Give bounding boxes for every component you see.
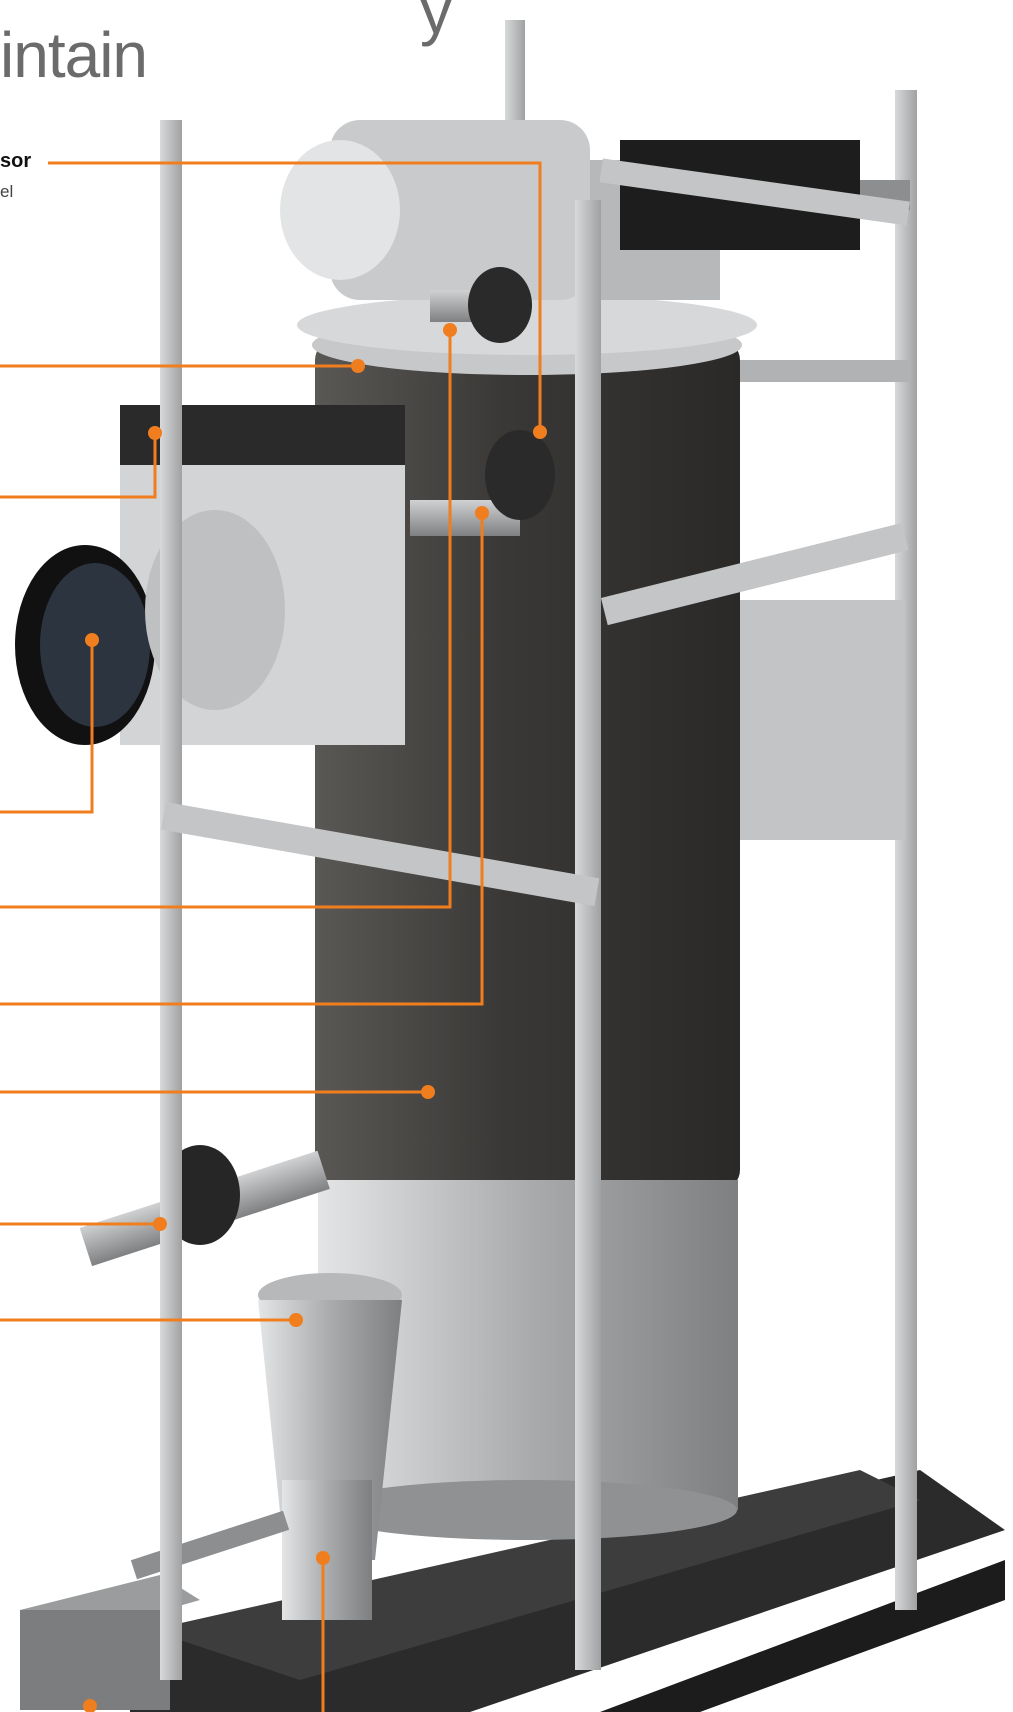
- condensate-trap-shape: [130, 1273, 402, 1620]
- marker-lid: [351, 359, 365, 373]
- heading-line-2: intain: [0, 19, 148, 91]
- neutraliser-box-shape: [20, 1575, 200, 1710]
- callout-markers: [83, 323, 547, 1712]
- leader-top-sensor: [48, 161, 542, 432]
- marker-return-pipe: [153, 1217, 167, 1231]
- marker-top-sensor: [533, 425, 547, 439]
- front-frame: [160, 120, 910, 1680]
- vessel: [297, 295, 757, 1540]
- flow-pipe-grommet: [485, 430, 555, 520]
- marker-inlet-port: [85, 633, 99, 647]
- leader-flow-pipe: [0, 513, 484, 1006]
- gas-pipe-grommet: [468, 267, 532, 343]
- marker-gas-pipe: [443, 323, 457, 337]
- callout-leader-lines: [0, 161, 542, 1712]
- marker-flow-pipe: [475, 506, 489, 520]
- fan-unit: [280, 120, 860, 300]
- control-box: [740, 600, 905, 840]
- marker-neutraliser-box: [83, 1699, 97, 1712]
- marker-condensate-trap: [316, 1551, 330, 1565]
- leader-inlet-port: [0, 640, 94, 814]
- callout-label-title: sor: [0, 150, 32, 172]
- marker-vessel-body: [421, 1085, 435, 1099]
- marker-grille: [148, 426, 162, 440]
- leader-gas-pipe: [0, 330, 452, 909]
- marker-lower-clamp: [289, 1313, 303, 1327]
- air-inlet: [15, 405, 405, 745]
- leader-grille: [0, 433, 157, 499]
- heading-line-1: y: [420, 0, 452, 47]
- callout-label-subtitle: el: [0, 182, 14, 201]
